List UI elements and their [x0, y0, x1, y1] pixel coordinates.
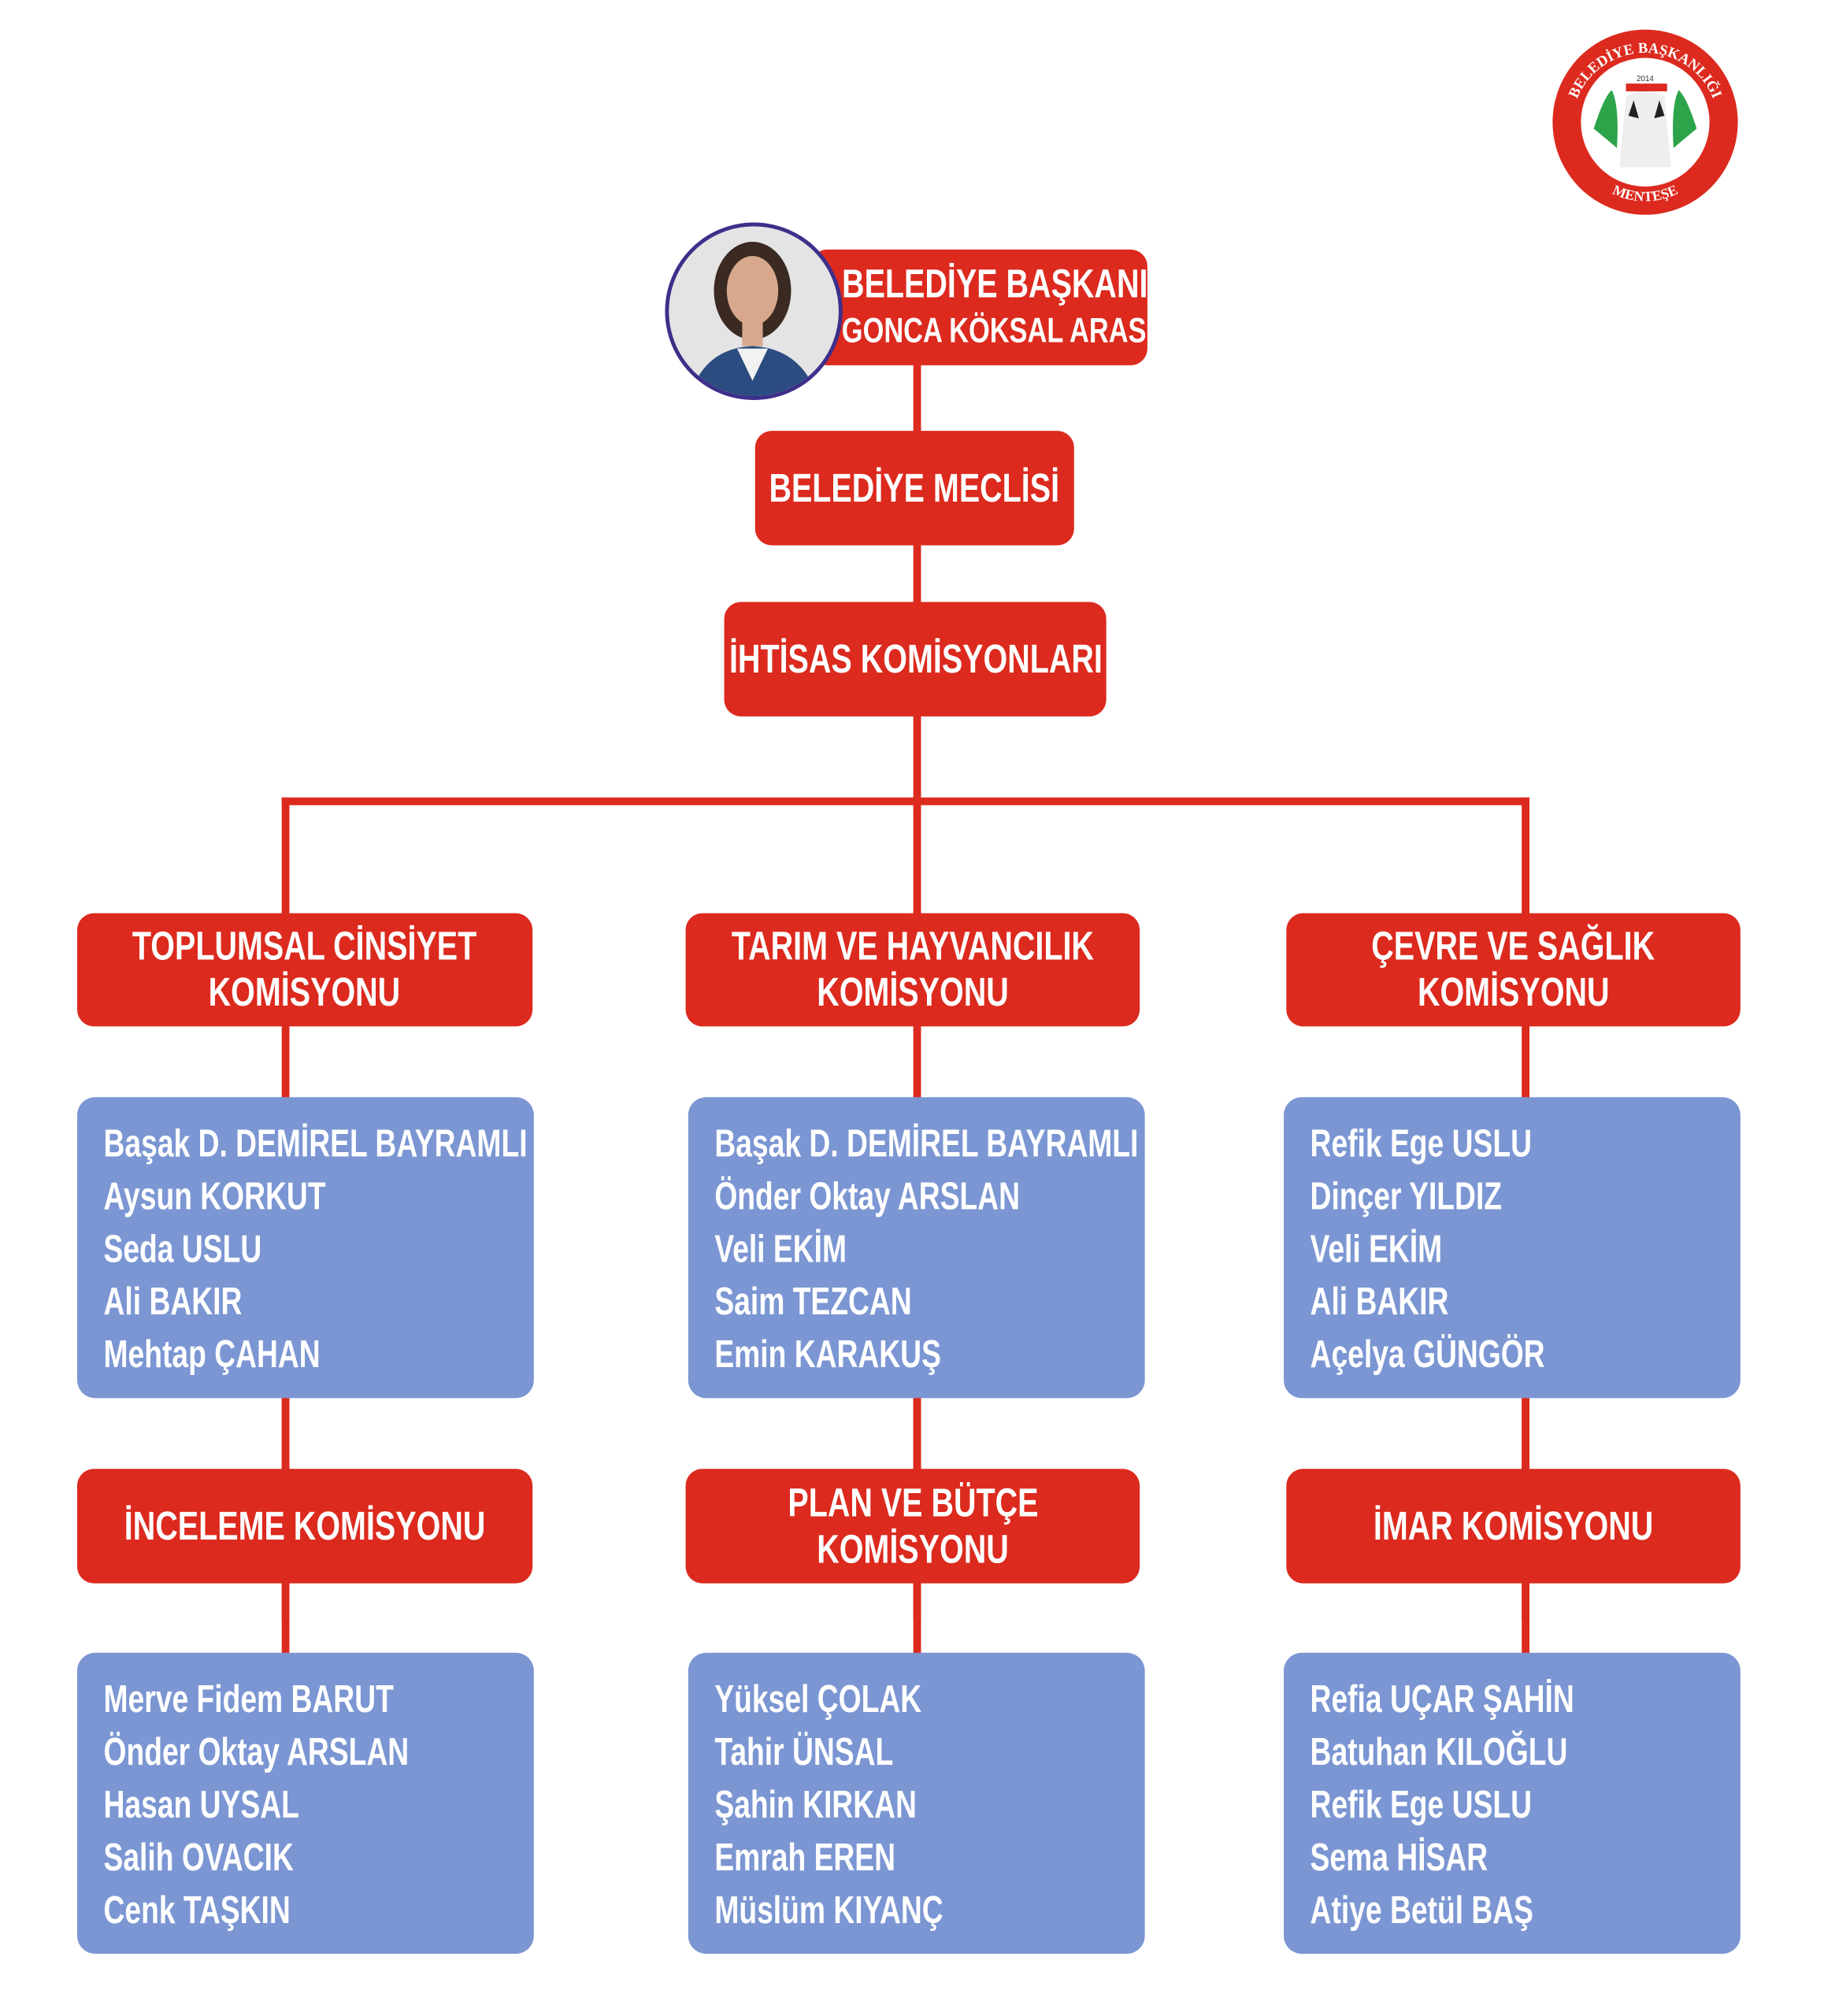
member-name: Ali BAKIR: [103, 1280, 243, 1324]
mayor-box: BELEDİYE BAŞKANI GONCA KÖKSAL ARAS: [810, 249, 1147, 365]
member-name: Hasan UYSAL: [103, 1784, 299, 1827]
committee-title-box: İMAR KOMİSYONU: [1286, 1469, 1741, 1584]
member-name: Başak D. DEMİREL BAYRAMLI: [714, 1122, 1139, 1166]
member-name: Sema HİSAR: [1310, 1836, 1488, 1880]
member-name: Önder Oktay ARSLAN: [103, 1731, 410, 1774]
member-name: Önder Oktay ARSLAN: [714, 1175, 1020, 1218]
committees-header-label: İHTİSAS KOMİSYONLARI: [728, 636, 1103, 681]
member-name: Başak D. DEMİREL BAYRAMLI: [103, 1122, 528, 1166]
member-name: Seda USLU: [103, 1228, 262, 1271]
member-name: Mehtap ÇAHAN: [103, 1333, 321, 1377]
member-name: Veli EKİM: [1310, 1228, 1443, 1271]
members-box: Refia UÇAR ŞAHİN Batuhan KILOĞLU Refik E…: [1284, 1652, 1741, 1954]
members-box: Refik Ege USLU Dinçer YILDIZ Veli EKİM A…: [1284, 1097, 1741, 1399]
member-name: Cenk TAŞKIN: [103, 1889, 291, 1933]
committee-title: KOMİSYONU: [817, 1525, 1009, 1572]
committee-title: TOPLUMSAL CİNSİYET: [132, 923, 477, 969]
member-name: Refia UÇAR ŞAHİN: [1310, 1678, 1574, 1721]
committee-title: ÇEVRE VE SAĞLIK: [1371, 923, 1655, 969]
committee-title: İNCELEME KOMİSYONU: [124, 1503, 486, 1548]
member-name: Salih OVACIK: [103, 1836, 294, 1880]
member-name: Tahir ÜNSAL: [714, 1731, 894, 1774]
member-name: Refik Ege USLU: [1310, 1122, 1532, 1166]
member-name: Ali BAKIR: [1310, 1280, 1449, 1324]
member-name: Aysun KORKUT: [103, 1175, 326, 1218]
member-name: Emrah EREN: [714, 1836, 896, 1880]
member-name: Batuhan KILOĞLU: [1310, 1731, 1568, 1774]
member-name: Veli EKİM: [714, 1228, 847, 1271]
member-name: Dinçer YILDIZ: [1310, 1175, 1503, 1218]
committee-title-box: ÇEVRE VE SAĞLIK KOMİSYONU: [1286, 913, 1741, 1027]
mayor-name: GONCA KÖKSAL ARAS: [842, 311, 1147, 350]
members-box: Başak D. DEMİREL BAYRAMLI Önder Oktay AR…: [688, 1097, 1145, 1399]
committee-title: TARIM VE HAYVANCILIK: [731, 923, 1094, 969]
members-box: Başak D. DEMİREL BAYRAMLI Aysun KORKUT S…: [76, 1097, 534, 1399]
member-name: Yüksel ÇOLAK: [714, 1678, 922, 1721]
member-name: Açelya GÜNGÖR: [1310, 1333, 1545, 1377]
member-name: Refik Ege USLU: [1310, 1784, 1532, 1827]
committee-title-box: TOPLUMSAL CİNSİYET KOMİSYONU: [76, 913, 533, 1027]
committee-title-box: İNCELEME KOMİSYONU: [76, 1469, 533, 1584]
member-name: Müslüm KIYANÇ: [714, 1889, 944, 1933]
member-name: Saim TEZCAN: [714, 1280, 912, 1324]
member-name: Şahin KIRKAN: [714, 1784, 917, 1827]
mayor-title: BELEDİYE BAŞKANI: [841, 261, 1147, 306]
member-name: Merve Fidem BARUT: [103, 1678, 394, 1721]
committees-header-box: İHTİSAS KOMİSYONLARI: [724, 602, 1107, 717]
committee-title: KOMİSYONU: [1417, 969, 1610, 1015]
committee-title: İMAR KOMİSYONU: [1373, 1503, 1654, 1548]
committee-title-box: TARIM VE HAYVANCILIK KOMİSYONU: [685, 913, 1140, 1027]
members-box: Merve Fidem BARUT Önder Oktay ARSLAN Has…: [76, 1652, 534, 1954]
member-name: Atiye Betül BAŞ: [1310, 1889, 1534, 1933]
committee-title: KOMİSYONU: [817, 969, 1009, 1015]
svg-text:2014: 2014: [1637, 75, 1654, 83]
committee-title: KOMİSYONU: [209, 969, 401, 1015]
council-label: BELEDİYE MECLİSİ: [769, 465, 1060, 510]
connector: [281, 797, 1529, 806]
council-box: BELEDİYE MECLİSİ: [754, 431, 1074, 546]
members-box: Yüksel ÇOLAK Tahir ÜNSAL Şahin KIRKAN Em…: [688, 1652, 1145, 1954]
member-name: Emin KARAKUŞ: [714, 1333, 941, 1377]
committee-title-box: PLAN VE BÜTÇE KOMİSYONU: [685, 1469, 1140, 1584]
committee-title: PLAN VE BÜTÇE: [787, 1480, 1038, 1525]
mayor-photo: [665, 222, 843, 400]
connector: [913, 360, 921, 810]
municipality-logo: 2014 BELEDİYE BAŞKANLIĞI MENTEŞE: [1552, 29, 1738, 215]
